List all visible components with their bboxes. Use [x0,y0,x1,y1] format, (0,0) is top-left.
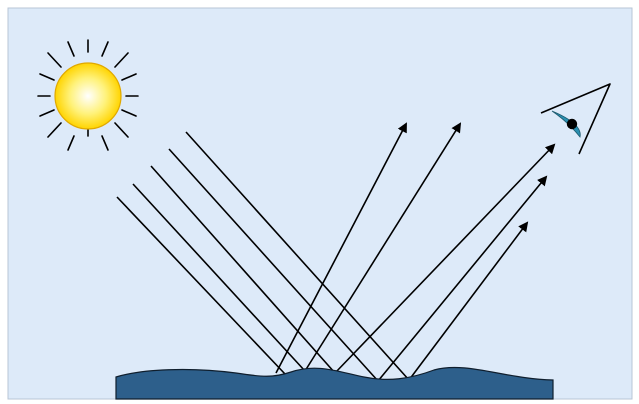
sun-icon [37,39,139,151]
reflected-rays [275,122,556,382]
incident-rays [116,131,410,382]
water-surface [115,366,554,400]
eye-icon [540,83,611,155]
